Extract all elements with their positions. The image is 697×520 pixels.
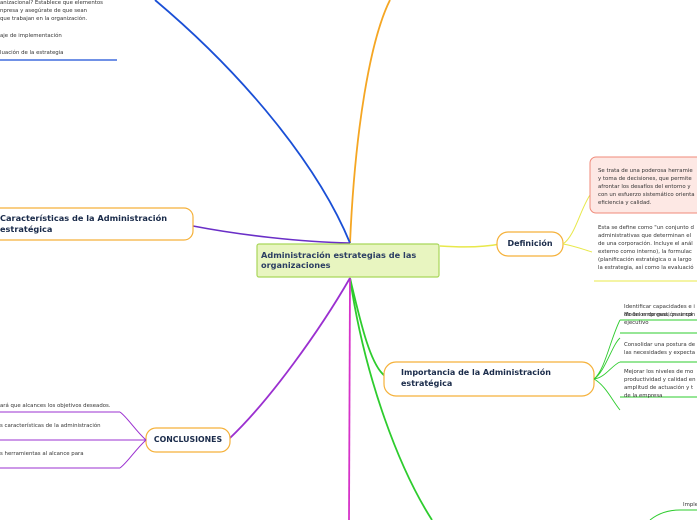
bottom-right-note: Imple — [683, 502, 697, 508]
caracteristicas-box — [0, 207, 194, 241]
branch-definicion[interactable]: Definición — [497, 239, 563, 249]
connector-bottom-right — [649, 509, 681, 520]
importancia-item-1: Modelos de gestión simpl — [624, 312, 693, 318]
conclusiones-item-1: ará que alcances los objetivos deseados. — [0, 403, 111, 409]
connector-importancia — [349, 277, 386, 377]
central-node[interactable]: Administración estrategias de las organi… — [261, 250, 436, 270]
connector-conclusiones-items — [119, 411, 147, 469]
conclusiones-item-3: s herramientas al alcance para — [0, 451, 84, 457]
definicion-note-1-box — [589, 156, 697, 214]
connector-conclusiones — [229, 277, 351, 439]
connector-top-left-blue — [154, 0, 351, 244]
conclusiones-item-2: s características de la administración — [0, 423, 101, 429]
branch-caracteristicas[interactable]: Características de la Administración est… — [0, 213, 185, 234]
definicion-note-2: Esta se define como "un conjunto d admin… — [598, 225, 694, 272]
definicion-note-1: Se trata de una poderosa herramie y toma… — [598, 168, 695, 207]
central-node-box — [256, 243, 440, 278]
importancia-item-3: Consolidar una postura de las necesidade… — [624, 342, 696, 357]
importancia-item-4: Mejorar los niveles de mo productividad … — [624, 369, 696, 400]
connector-definicion-note-1 — [562, 194, 591, 245]
top-left-note-item-2: luación de la estrategia — [0, 50, 64, 56]
connector-definicion — [439, 243, 501, 248]
connector-bottom-magenta — [348, 277, 351, 520]
branch-importancia[interactable]: Importancia de la Administración estraté… — [401, 368, 551, 389]
connector-importancia-items — [593, 319, 621, 411]
connector-bottom-green — [349, 277, 433, 520]
central-node-title: Administración estrategias de las organi… — [261, 250, 417, 270]
connector-top-orange — [349, 0, 391, 244]
importancia-item-2: Identificar capacidades e i de las empre… — [624, 304, 696, 327]
branch-caracteristicas-label: Características de la Administración est… — [0, 213, 168, 234]
branch-definicion-label: Definición — [507, 239, 553, 248]
top-left-note-paragraph: anizacional? Establece que elementos npr… — [0, 0, 103, 23]
branch-conclusiones-label: CONCLUSIONES — [153, 435, 223, 444]
branch-conclusiones[interactable]: CONCLUSIONES — [146, 435, 230, 445]
connector-definicion-note-2 — [562, 243, 593, 253]
branch-importancia-label: Importancia de la Administración estraté… — [401, 368, 551, 388]
top-left-note-item-1: aje de implementación — [0, 33, 62, 39]
connector-caracteristicas — [192, 225, 351, 244]
